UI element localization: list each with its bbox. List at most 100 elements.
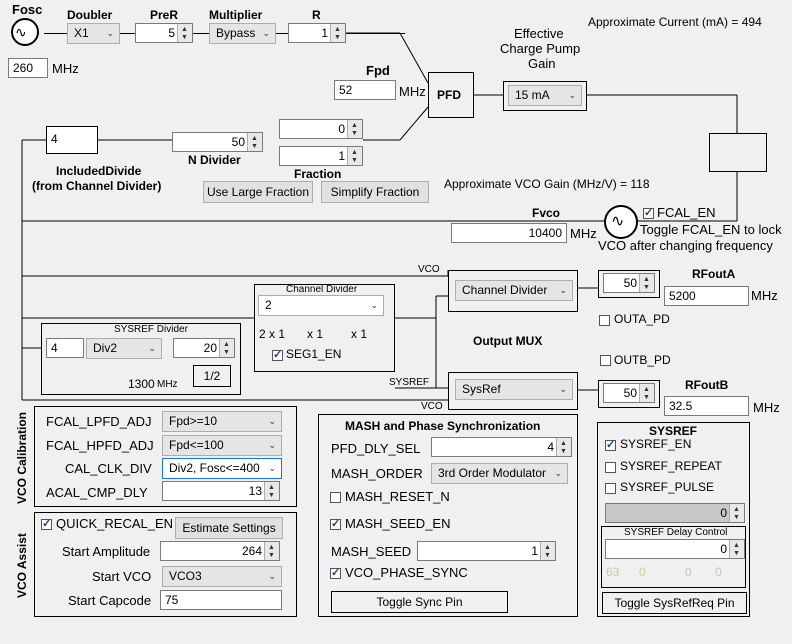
spinner-arrows-icon[interactable]: ▲▼ [347,147,362,165]
toggle-sync-pin-button[interactable]: Toggle Sync Pin [331,591,508,613]
fraction-den-spinner[interactable]: 1▲▼ [279,146,363,166]
multiplier-value: Bypass [216,26,256,40]
doubler-select[interactable]: X1 ⌄ [67,23,120,44]
spinner-arrows-icon[interactable]: ▲▼ [729,540,744,558]
spinner-arrows-icon[interactable]: ▲▼ [177,24,192,42]
doubler-label: Doubler [67,8,113,22]
fcal-hpfd-select[interactable]: Fpd<=100⌄ [162,435,282,456]
spinner-arrows-icon[interactable]: ▲▼ [264,482,279,500]
sysref-delay-spinner[interactable]: 0▲▼ [605,539,745,559]
fcal-hpfd-value: Fpd<=100 [169,438,224,452]
mux-b-value: SysRef [462,382,501,396]
fvco-field: 10400 [451,223,567,243]
sysref-divider-title: SYSREF Divider [114,324,188,335]
sysref-delay-panel [601,526,746,588]
spinner-arrows-icon[interactable]: ▲▼ [330,24,345,42]
r-value: 1 [321,26,328,40]
acal-spinner[interactable]: 13▲▼ [162,481,280,501]
spinner-arrows-icon[interactable]: ▲▼ [347,120,362,138]
outb-pd-checkbox[interactable] [600,355,611,366]
mash-order-select[interactable]: 3rd Order Modulator⌄ [431,463,568,484]
outa-pd-checkbox[interactable] [599,315,610,326]
vco-phase-sync-checkbox[interactable] [330,566,341,579]
chevron-down-icon: ⌄ [268,571,276,581]
vco-gain: Approximate VCO Gain (MHz/V) = 118 [444,177,650,191]
spinner-arrows-icon[interactable]: ▲▼ [556,438,571,456]
start-cap-field[interactable]: 75 [160,590,282,610]
spinner-arrows-icon[interactable]: ▲▼ [729,504,744,522]
seg1-en-label: SEG1_EN [286,347,342,361]
spinner-arrows-icon[interactable]: ▲▼ [219,339,234,357]
rfoutb-power-spinner[interactable]: 50▲▼ [603,383,655,403]
start-vco-select[interactable]: VCO3⌄ [162,566,282,587]
cal-clk-value: Div2, Fosc<=400 [169,461,260,475]
toggle-sysrefreq-button[interactable]: Toggle SysRefReq Pin [602,592,747,614]
sysref-repeat-label: SYSREF_REPEAT [620,459,722,473]
start-amp-spinner[interactable]: 264▲▼ [160,541,280,561]
chevron-down-icon: ⌄ [148,343,156,353]
oscillator-icon: ∿ [11,18,39,46]
included-divide-label-1: IncludedDivide [56,164,142,178]
fcal-lpfd-select[interactable]: Fpd>=10⌄ [162,411,282,432]
mash-order-label: MASH_ORDER [331,466,423,481]
use-large-fraction-button[interactable]: Use Large Fraction [203,181,313,203]
sysref-title: SYSREF [649,424,698,438]
rfouta-unit: MHz [751,288,778,303]
sysref-repeat-checkbox[interactable] [605,462,616,473]
mash-seed-en-checkbox[interactable] [330,517,341,530]
sysref-div-spinner[interactable]: 20▲▼ [173,338,235,358]
mash-reset-checkbox[interactable] [330,492,341,503]
rfoutb-unit: MHz [753,400,780,415]
doubler-value: X1 [74,26,89,40]
sysref-pulse-spinner[interactable]: 0▲▼ [605,503,745,523]
fosc-unit: MHz [52,61,79,76]
n-divider-spinner[interactable]: 50▲▼ [172,132,263,152]
multiplier-select[interactable]: Bypass⌄ [209,23,276,44]
fosc-input[interactable]: 260 [8,58,48,78]
spinner-arrows-icon[interactable]: ▲▼ [639,384,654,402]
wire-r-pfd [404,33,405,34]
channel-divider-select[interactable]: 2⌄ [258,295,384,316]
fraction-num-spinner[interactable]: 0▲▼ [279,119,363,139]
estimate-settings-button[interactable]: Estimate Settings [175,517,283,539]
n-divider-label: N Divider [188,153,241,167]
spinner-arrows-icon[interactable]: ▲▼ [639,274,654,292]
mux-b-select[interactable]: SysRef⌄ [455,379,573,400]
included-divide-label-2: (from Channel Divider) [32,179,162,193]
pfd-dly-spinner[interactable]: 4▲▼ [431,437,572,457]
spinner-arrows-icon[interactable]: ▲▼ [247,133,262,151]
sysref-freq-unit: MHz [157,379,178,390]
cal-clk-select[interactable]: Div2, Fosc<=400⌄ [162,458,282,479]
rfouta-power-value: 50 [623,276,637,290]
simplify-fraction-button[interactable]: Simplify Fraction [321,181,429,203]
spinner-arrows-icon[interactable]: ▲▼ [264,542,279,560]
cp-gain-select[interactable]: 15 mA⌄ [508,85,582,106]
sysref-en-checkbox[interactable] [605,438,616,451]
mash-seed-spinner[interactable]: 1▲▼ [417,541,556,561]
sysref-panel [597,422,750,617]
mash-order-value: 3rd Order Modulator [438,466,547,480]
toggle-note-2: VCO after changing frequency [598,238,773,253]
loop-filter-block [709,133,767,172]
vco-phase-sync-label: VCO_PHASE_SYNC [345,565,468,580]
fcal-lpfd-value: Fpd>=10 [169,414,218,428]
mash-reset-label: MASH_RESET_N [345,489,450,504]
prer-label: PreR [150,8,179,22]
sysref-div-select[interactable]: Div2⌄ [86,338,162,359]
multiplier-label: Multiplier [209,8,263,22]
seg1-en-checkbox[interactable] [272,348,283,361]
mux-a-select[interactable]: Channel Divider⌄ [455,280,573,301]
chevron-down-icon: ⌄ [106,28,114,38]
cd-mult-2: x 1 [307,327,324,341]
channel-divider-value: 2 [265,298,272,312]
prer-spinner[interactable]: 5▲▼ [135,23,193,43]
fraction-den-value: 1 [338,149,345,163]
start-cap-label: Start Capcode [68,593,152,608]
channel-divider-title: Channel Divider [286,284,358,295]
spinner-arrows-icon[interactable]: ▲▼ [540,542,555,560]
rfouta-power-spinner[interactable]: 50▲▼ [603,273,655,293]
r-spinner[interactable]: 1▲▼ [288,23,346,43]
fcal-en-checkbox[interactable] [643,206,654,219]
sysref-pulse-checkbox[interactable] [605,483,616,494]
quick-recal-checkbox[interactable] [41,517,52,530]
